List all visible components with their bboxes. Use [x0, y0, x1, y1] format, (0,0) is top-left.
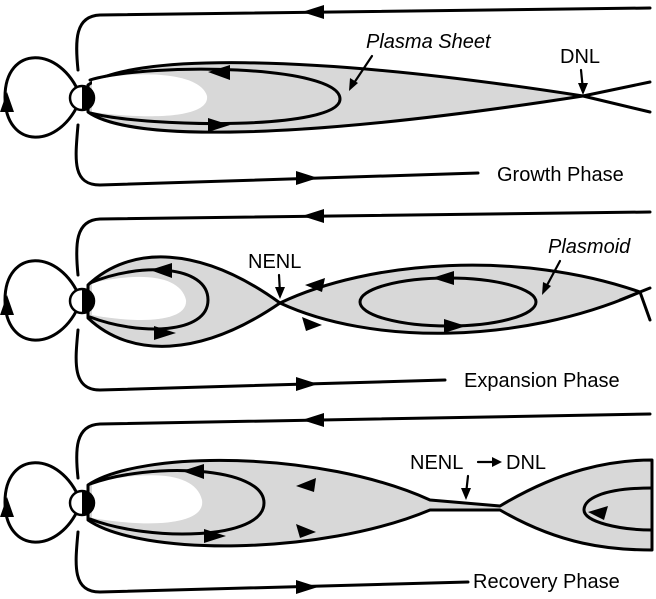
dipole-field-loop	[3, 56, 82, 139]
dipole-field-loop	[3, 461, 82, 544]
outer-lobe-field-line	[74, 412, 652, 594]
lobe-arrow-bottom	[296, 377, 318, 391]
closed-loop-arrow-bottom	[208, 118, 230, 132]
plasmoid-label: Plasmoid	[548, 236, 631, 258]
panel-expansion-phase: NENL Plasmoid Expansion Phase	[0, 209, 652, 392]
dipole-loop-arrow	[0, 295, 14, 315]
panel-recovery-phase: NENL DNL Recovery Phase	[0, 412, 654, 594]
closed-loop-arrow-top	[150, 263, 172, 278]
tail-field-line-upper	[581, 80, 652, 98]
lobe-arrow-bottom	[296, 580, 318, 594]
closed-field-loop	[88, 268, 210, 331]
inner-cavity	[92, 475, 203, 524]
outer-lobe-field-line	[74, 210, 652, 392]
tailward-field-loop	[582, 486, 654, 532]
plasma-sheet	[86, 458, 654, 552]
neutral-line-pointer-head	[461, 488, 471, 500]
closed-field-loop	[88, 67, 342, 126]
plasma-sheet-pointer-head	[349, 78, 358, 91]
nenl-label: NENL	[248, 251, 301, 273]
closed-field-loop	[88, 469, 266, 536]
plasmoid	[278, 263, 642, 335]
dnl-pointer-head	[578, 83, 588, 95]
lobe-arrow-top	[302, 209, 324, 223]
closed-loop-arrow-top	[208, 65, 230, 80]
growth-phase-label: Growth Phase	[497, 164, 624, 186]
lobe-arrow-top	[302, 5, 324, 19]
plasmoid-loop-arrow-top	[432, 271, 454, 285]
dipole-field-loop	[3, 259, 82, 342]
closed-loop-arrow-top	[182, 464, 204, 479]
tail-field-line-upper	[618, 286, 652, 302]
tailward-loop-arrow	[588, 506, 608, 520]
lobe-arrow-top	[302, 413, 324, 427]
closed-loop-arrow-bottom	[154, 326, 176, 340]
inner-cavity	[92, 74, 208, 117]
earth-night-side	[82, 86, 94, 110]
outer-lobe-field-line	[74, 6, 652, 187]
dnl-label: DNL	[560, 46, 600, 68]
tail-field-line-lower	[581, 94, 652, 114]
plasmoid-loop-arrow-bottom	[444, 319, 466, 333]
lobe-arrow-bottom	[296, 171, 318, 185]
earth-night-side	[82, 491, 94, 515]
expansion-phase-label: Expansion Phase	[464, 370, 620, 392]
nenl-from-label: NENL	[410, 452, 463, 474]
plasma-sheet-label: Plasma Sheet	[366, 31, 492, 53]
nenl-pointer-head	[275, 287, 285, 299]
earth-night-side	[82, 289, 94, 313]
dnl-to-label: DNL	[506, 452, 546, 474]
lower-flow-arrow	[296, 524, 316, 538]
plasmoid-pointer-head	[542, 282, 551, 295]
panel-growth-phase: Plasma Sheet DNL Growth Phase	[0, 5, 652, 187]
dipole-loop-arrow	[0, 92, 14, 112]
earthward-flow-arrow	[296, 478, 316, 492]
nenl-flow-arrow-tailward	[302, 317, 322, 331]
recovery-phase-label: Recovery Phase	[473, 571, 620, 593]
closed-loop-arrow-bottom	[204, 529, 226, 543]
plasma-sheet-pointer	[350, 54, 374, 88]
nenl-flow-arrow-earthward	[305, 278, 325, 292]
inner-cavity	[92, 276, 187, 321]
nenl-to-dnl-arrow-head	[492, 457, 502, 467]
tail-field-line-lower	[638, 290, 652, 322]
dipole-loop-arrow	[0, 497, 14, 517]
